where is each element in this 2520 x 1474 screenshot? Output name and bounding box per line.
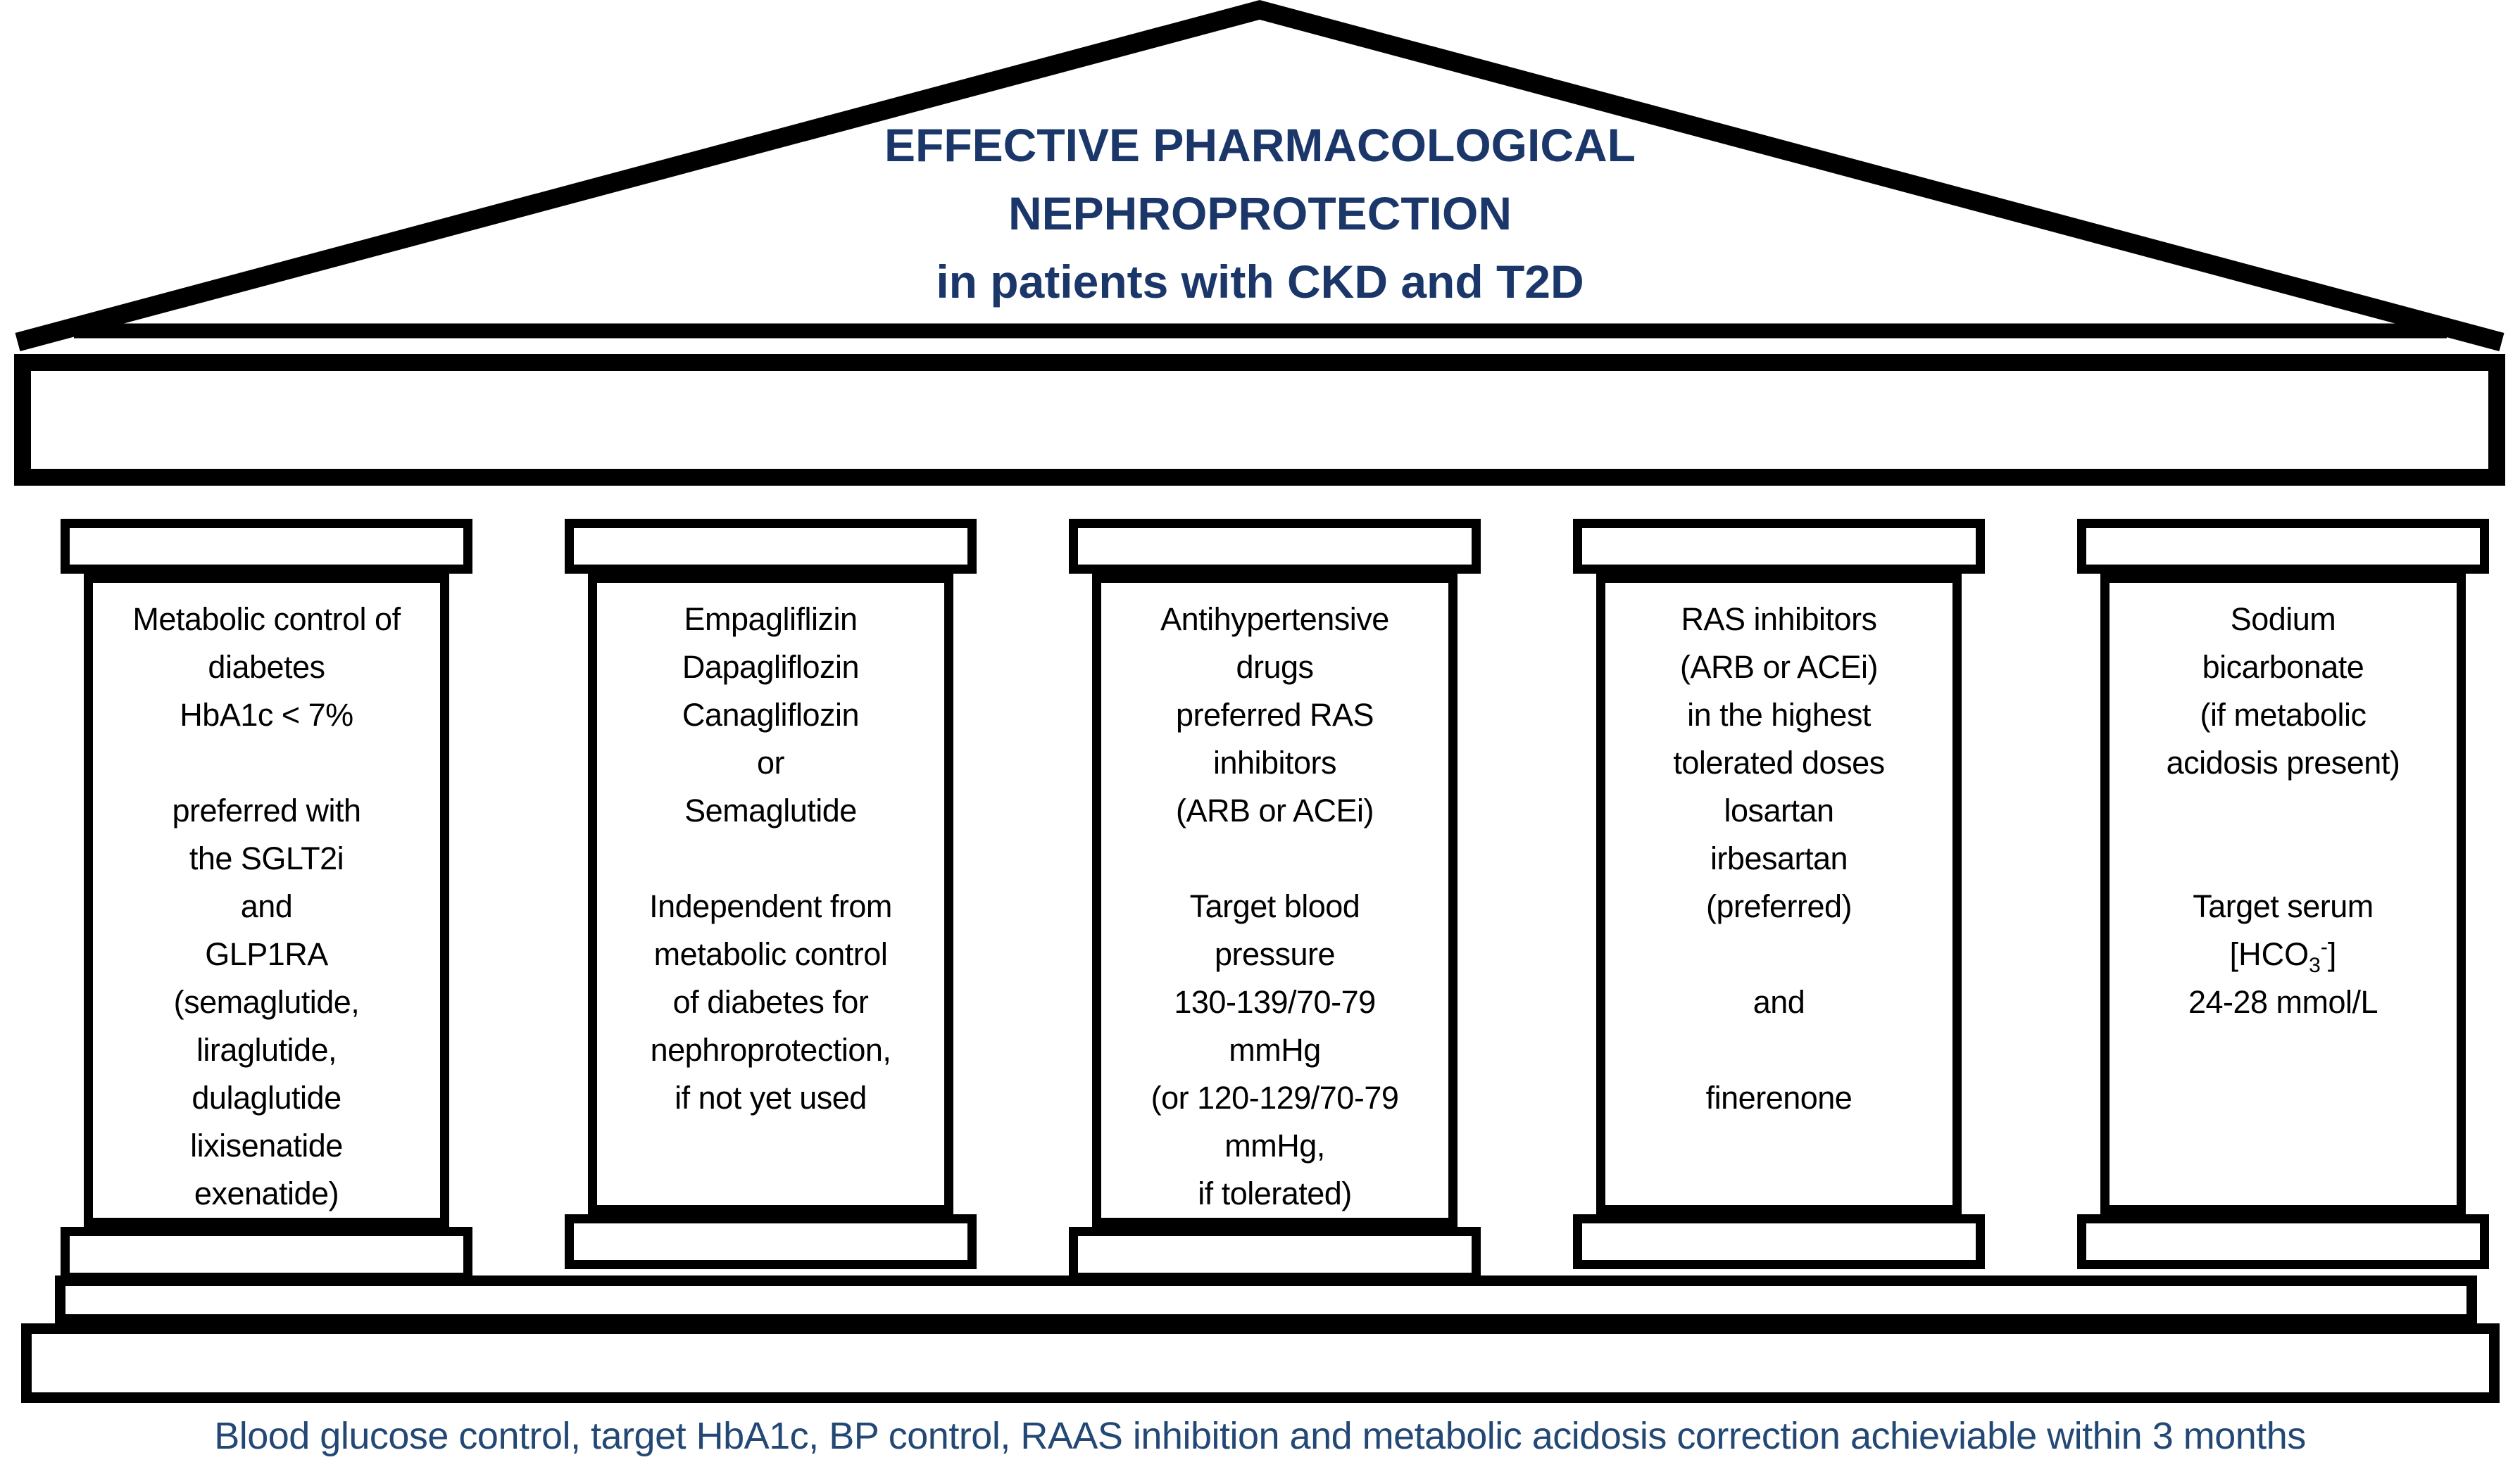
column-text: RAS inhibitors (ARB or ACEi) in the high… (1673, 601, 1885, 1116)
page-title: EFFECTIVE PHARMACOLOGICAL NEPHROPROTECTI… (0, 111, 2520, 316)
column-shaft: Metabolic control of diabetes HbA1c < 7%… (84, 574, 449, 1227)
column-text: Sodium bicarbonate (if metabolic acidosi… (2166, 601, 2400, 924)
column-antihypertensive-drugs: Antihypertensive drugs preferred RAS inh… (1069, 519, 1481, 1282)
column-sodium-bicarbonate: Sodium bicarbonate (if metabolic acidosi… (2077, 519, 2489, 1269)
stylobate-lower-step (21, 1323, 2500, 1403)
column-sglt2i-agents: Empagliflizin Dapagliflozin Canagliflozi… (565, 519, 977, 1269)
bottom-caption: Blood glucose control, target HbA1c, BP … (214, 1415, 2306, 1457)
column-base (61, 1227, 472, 1282)
hco3-superscript: - (2320, 936, 2328, 959)
column-capital (61, 519, 472, 574)
column-base (1573, 1214, 1985, 1269)
stylobate-upper-step (55, 1275, 2477, 1325)
column-capital (2077, 519, 2489, 574)
column-base (565, 1214, 977, 1269)
roof-slopes (15, 0, 2505, 352)
hco3-subscript: 3 (2309, 954, 2321, 977)
column-ras-inhibitors-highest-doses: RAS inhibitors (ARB or ACEi) in the high… (1573, 519, 1985, 1269)
title-line-3: in patients with CKD and T2D (936, 256, 1584, 308)
column-text: Empagliflizin Dapagliflozin Canagliflozi… (649, 601, 892, 1116)
target-serum-bicarbonate-formula: [HCO3-] (2115, 931, 2451, 978)
column-shaft: Antihypertensive drugs preferred RAS inh… (1092, 574, 1458, 1227)
title-line-2: NEPHROPROTECTION (1008, 187, 1512, 239)
architrave-beam (14, 354, 2505, 486)
column-capital (565, 519, 977, 574)
column-text: Antihypertensive drugs preferred RAS inh… (1151, 601, 1399, 1211)
hco3-suffix: ] (2327, 936, 2337, 972)
column-shaft: Empagliflizin Dapagliflozin Canagliflozi… (588, 574, 953, 1214)
column-metabolic-control-of-diabetes: Metabolic control of diabetes HbA1c < 7%… (61, 519, 472, 1282)
column-text: Metabolic control of diabetes HbA1c < 7%… (132, 601, 401, 1211)
column-capital (1069, 519, 1481, 574)
column-base (2077, 1214, 2489, 1269)
column-shaft: Sodium bicarbonate (if metabolic acidosi… (2100, 574, 2466, 1214)
column-text: 24-28 mmol/L (2188, 984, 2378, 1020)
column-base (1069, 1227, 1481, 1282)
hco3-prefix: [HCO (2229, 936, 2309, 972)
pediment-roof-icon (15, 0, 2505, 352)
column-capital (1573, 519, 1985, 574)
title-line-1: EFFECTIVE PHARMACOLOGICAL (884, 119, 1636, 171)
column-shaft: RAS inhibitors (ARB or ACEi) in the high… (1596, 574, 1962, 1214)
